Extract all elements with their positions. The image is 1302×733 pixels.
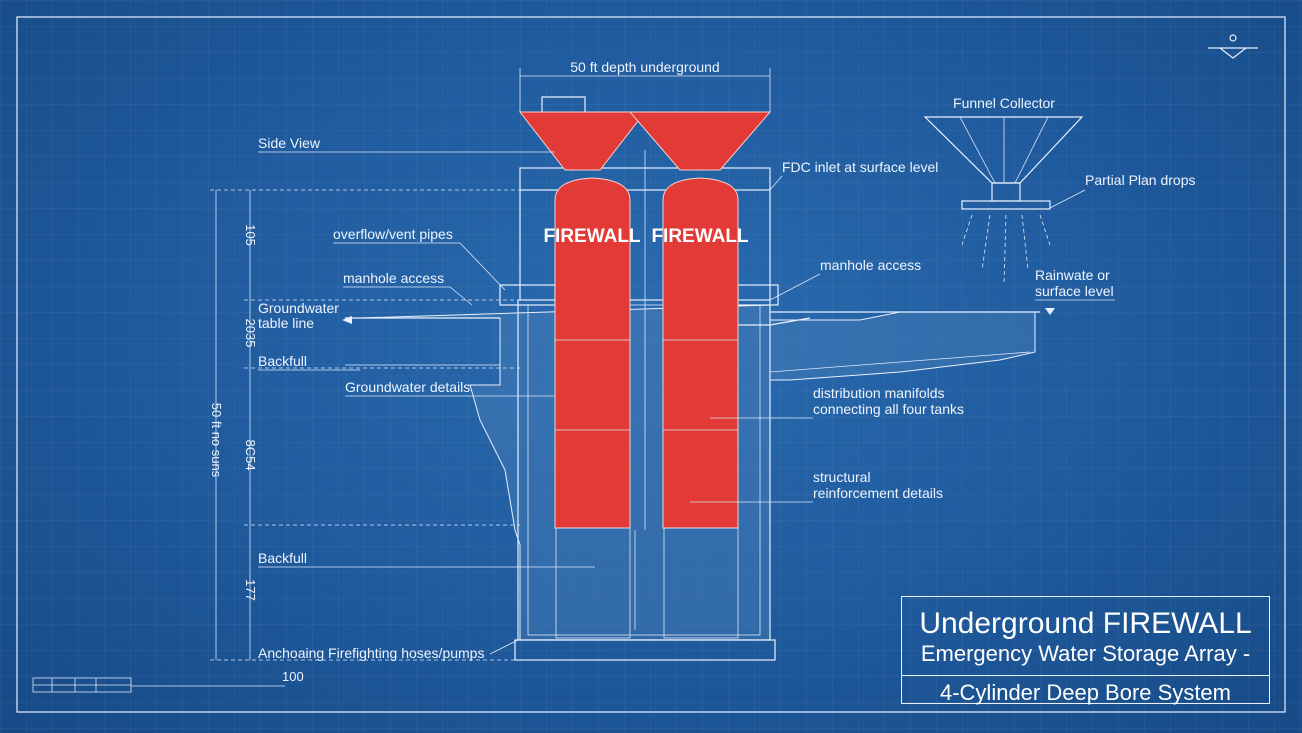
title-line1: Underground FIREWALL (919, 607, 1252, 640)
dim-177: 177 (243, 579, 258, 601)
label-groundwater-details: Groundwater details (345, 379, 470, 395)
label-backfill-top: Backfull (258, 353, 307, 369)
label-rainwater-line1: Rainwate or (1035, 267, 1110, 283)
label-groundwater-line2: table line (258, 315, 314, 331)
tank-left (554, 177, 631, 639)
title-line2: Emergency Water Storage Array - (920, 641, 1251, 666)
tank-left-label: FIREWALL (543, 226, 640, 247)
distribution-pipe (738, 317, 811, 326)
tank-funnel-left (518, 111, 647, 171)
label-structural-line2: reinforcement details (813, 485, 943, 501)
label-rainwater-line2: surface level (1035, 283, 1114, 299)
label-side-view: Side View (258, 135, 321, 151)
label-manhole-right: manhole access (820, 257, 921, 273)
label-manhole-left: manhole access (343, 270, 444, 286)
label-fdc-inlet: FDC inlet at surface level (782, 159, 938, 175)
vent-pipe-loop (541, 96, 586, 115)
scale-label: 100 (282, 669, 304, 684)
label-structural-line1: structural (813, 469, 871, 485)
tank-funnel-right (628, 111, 772, 171)
title-line3: 4-Cylinder Deep Bore System (902, 675, 1269, 706)
top-dimension-label: 50 ft depth underground (570, 59, 719, 75)
bore-shaft-inner (527, 304, 761, 636)
tank-right-label: FIREWALL (651, 226, 748, 247)
dim-105: 105 (243, 224, 258, 246)
label-groundwater-line1: Groundwater (258, 300, 339, 316)
level-symbol-icon (1208, 34, 1258, 59)
dim-8c54: 8C54 (243, 439, 258, 470)
water-drops-icon (961, 214, 1051, 286)
dim-total-label: 50 ft no suns (209, 403, 224, 478)
sheet-border (16, 16, 1286, 713)
label-funnel-collector: Funnel Collector (953, 95, 1055, 111)
label-overflow-vent: overflow/vent pipes (333, 226, 453, 242)
label-anchoring: Anchoaing Firefighting hoses/pumps (258, 645, 484, 661)
surface-level-arrow-icon (1045, 308, 1055, 315)
title-block: Underground FIREWALL Emergency Water Sto… (901, 596, 1270, 706)
label-distribution-line1: distribution manifolds (813, 385, 945, 401)
water-level-arrow-icon (342, 316, 352, 324)
dim-2035: 2035 (243, 319, 258, 348)
funnel-collector-detail (923, 116, 1084, 210)
shaft-base-slab (514, 639, 776, 661)
tank-right (662, 177, 739, 639)
scale-bar (32, 677, 285, 693)
manhole-left-collar (499, 284, 556, 306)
label-backfill-bottom: Backfull (258, 550, 307, 566)
backfill-layer-line-right (769, 351, 1031, 373)
label-partial-plan: Partial Plan drops (1085, 172, 1196, 188)
label-distribution-line2: connecting all four tanks (813, 401, 964, 417)
manhole-right-collar (737, 284, 779, 306)
